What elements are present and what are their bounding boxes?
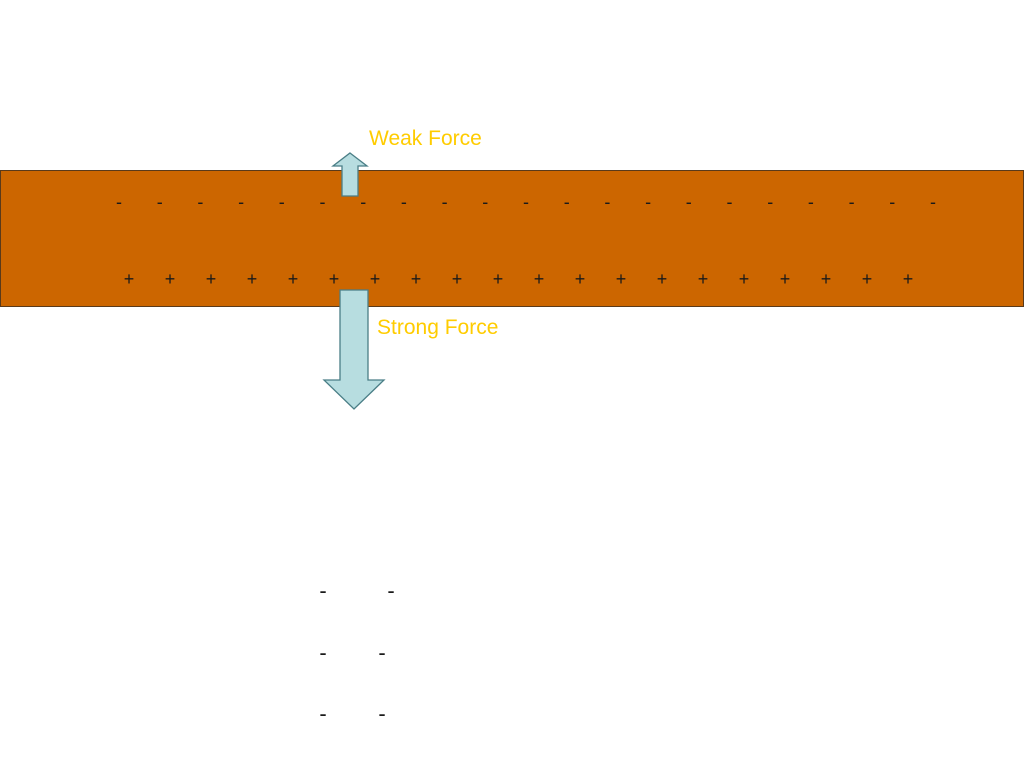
bottom-negative-charge: - bbox=[378, 701, 386, 726]
weak-force-arrow bbox=[331, 152, 369, 197]
negative-charge: - bbox=[848, 192, 855, 212]
positive-charge: + bbox=[574, 269, 586, 289]
positive-charge: + bbox=[861, 269, 873, 289]
negative-charge: - bbox=[807, 192, 814, 212]
positive-charge: + bbox=[697, 269, 709, 289]
negative-charge: - bbox=[197, 192, 204, 212]
positive-charge: + bbox=[451, 269, 463, 289]
positive-charge: + bbox=[615, 269, 627, 289]
negative-charge: - bbox=[319, 192, 326, 212]
negative-charge: - bbox=[441, 192, 448, 212]
negative-charge: - bbox=[360, 192, 367, 212]
negative-charge: - bbox=[645, 192, 652, 212]
positive-charge: + bbox=[328, 269, 340, 289]
bottom-negative-charge: - bbox=[319, 578, 327, 603]
bottom-negative-charge: - bbox=[319, 640, 327, 665]
strong-force-label: Strong Force bbox=[377, 316, 499, 339]
negative-charge: - bbox=[523, 192, 529, 212]
positive-charge-row: + + + + + + + + + + + + + + + + + + + + bbox=[1, 269, 1024, 289]
positive-charge: + bbox=[123, 269, 135, 289]
negative-charge: - bbox=[156, 192, 163, 212]
positive-charge: + bbox=[205, 269, 217, 289]
negative-charge: - bbox=[726, 192, 733, 212]
negative-charge-row: --------------------- bbox=[1, 192, 1024, 212]
positive-charge: + bbox=[533, 269, 545, 289]
positive-charge: + bbox=[820, 269, 832, 289]
charged-layer-band: --------------------- ++++++++++++++++++… bbox=[0, 170, 1024, 307]
positive-charge: + bbox=[902, 269, 914, 289]
positive-charge: + bbox=[246, 269, 258, 289]
negative-charge: - bbox=[604, 192, 611, 212]
negative-charge: - bbox=[400, 192, 407, 212]
positive-charge: + bbox=[492, 269, 504, 289]
bottom-negative-charge: - bbox=[387, 578, 395, 603]
negative-charge: - bbox=[116, 192, 122, 212]
negative-charge: - bbox=[482, 192, 489, 212]
weak-force-label: Weak Force bbox=[369, 127, 482, 150]
positive-charge: + bbox=[656, 269, 668, 289]
positive-charge: + bbox=[287, 269, 299, 289]
positive-charge: + bbox=[410, 269, 422, 289]
positive-charge: + bbox=[738, 269, 750, 289]
negative-charge: - bbox=[238, 192, 245, 212]
negative-charge: - bbox=[767, 192, 774, 212]
negative-charge: - bbox=[563, 192, 570, 212]
negative-charge: - bbox=[685, 192, 692, 212]
negative-charge: - bbox=[278, 192, 285, 212]
negative-charge: - bbox=[889, 192, 896, 212]
negative-charge: - bbox=[930, 192, 936, 212]
bottom-negative-charge: - bbox=[378, 640, 386, 665]
positive-charge: + bbox=[369, 269, 381, 289]
positive-charge: + bbox=[779, 269, 791, 289]
strong-force-arrow bbox=[322, 289, 386, 410]
positive-charge: + bbox=[164, 269, 176, 289]
bottom-negative-charge: - bbox=[319, 701, 327, 726]
